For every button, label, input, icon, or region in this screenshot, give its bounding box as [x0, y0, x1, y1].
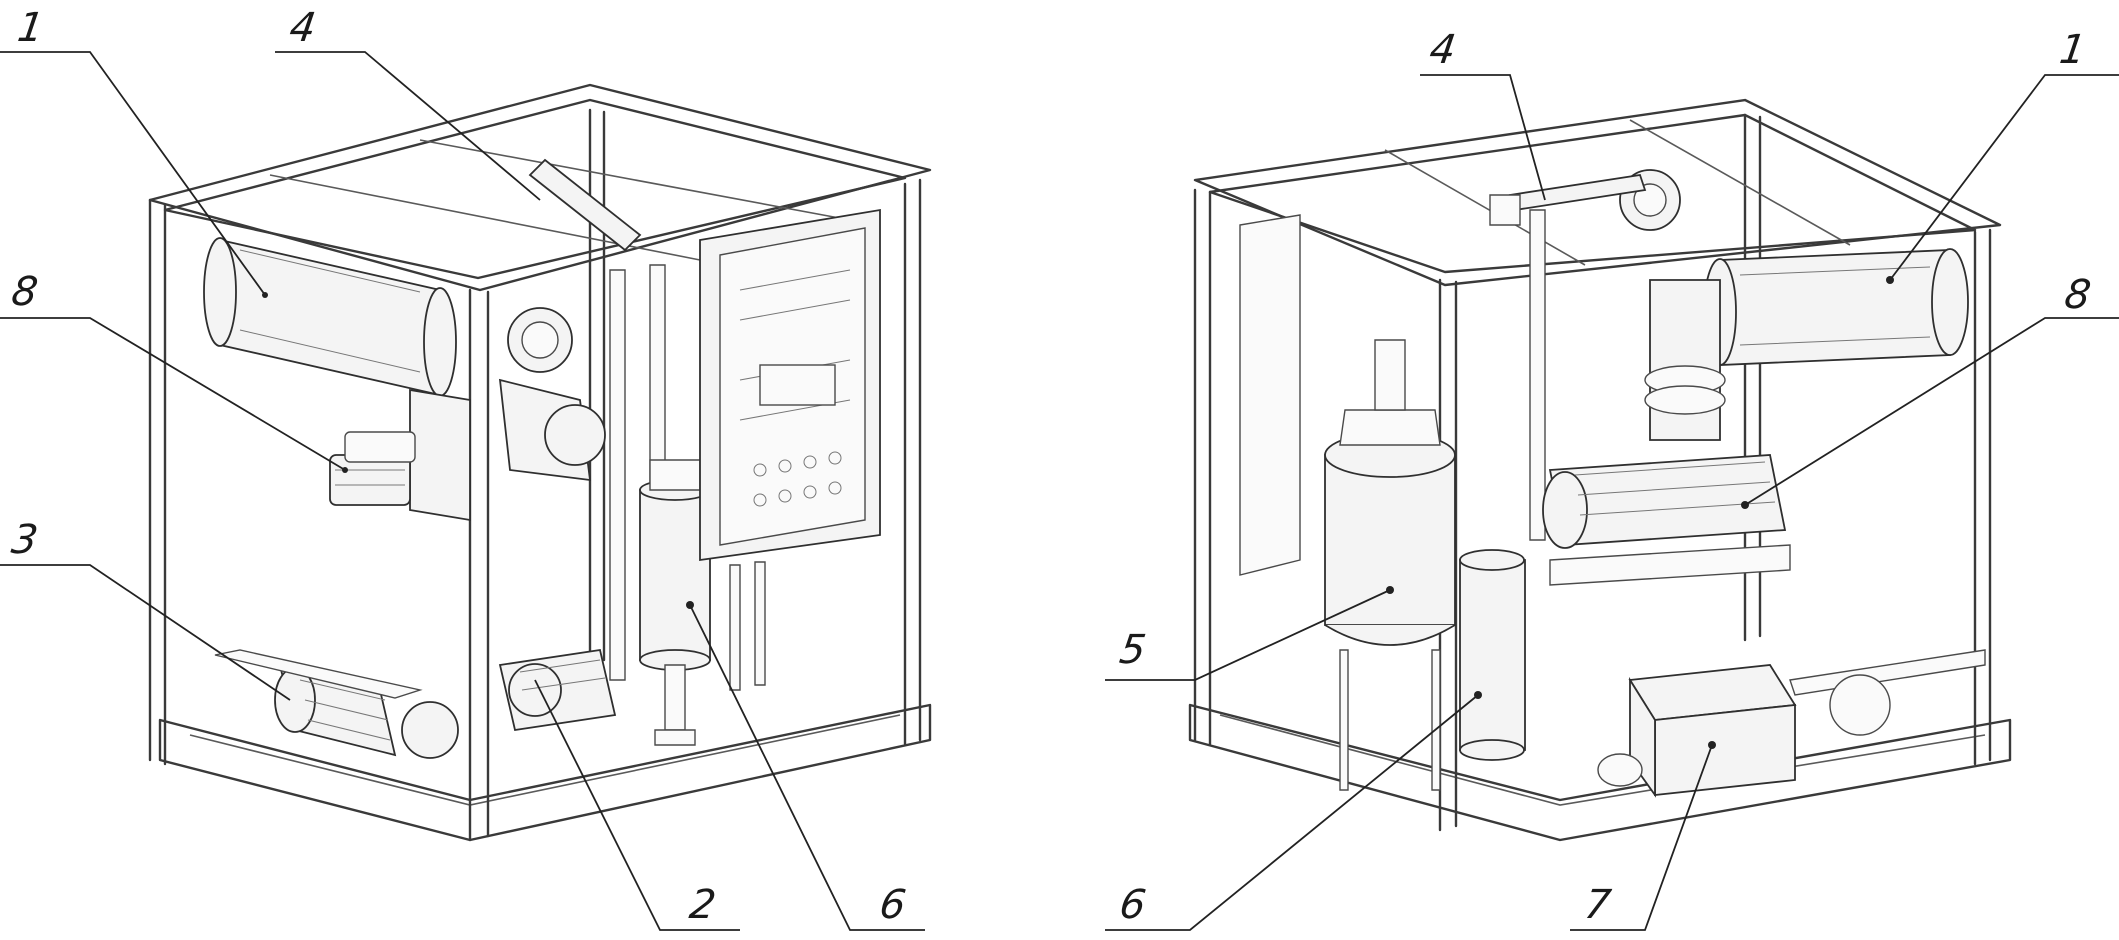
- right-top-frame-inner: [1208, 113, 1977, 274]
- right-filter-6: [1459, 549, 1526, 761]
- right-unit: [1188, 98, 2012, 842]
- left-left-post: [148, 198, 167, 766]
- left-motor: [544, 404, 606, 466]
- right-fan: [1829, 674, 1891, 736]
- left-top-frame-inner: [163, 98, 907, 280]
- right-vessel-5: [1324, 339, 1456, 791]
- right-valve-column: [1619, 169, 1726, 441]
- left-top-valve: [507, 307, 573, 373]
- right-base-inner: [1219, 714, 1986, 806]
- right-cabinet-back: [1239, 214, 1301, 576]
- left-pipe-a: [609, 269, 626, 681]
- left-pump-2: [498, 648, 617, 732]
- right-valve-handle: [1489, 194, 1521, 226]
- left-control-cabinet: [699, 208, 881, 691]
- right-left-post: [1193, 188, 1212, 746]
- left-unit: [148, 83, 932, 842]
- left-top-frame: [148, 83, 932, 292]
- left-right-post: [903, 178, 922, 746]
- left-front-post: [468, 288, 490, 842]
- leader-lines: [0, 51, 2119, 931]
- right-pipe-vertical: [1529, 209, 1546, 541]
- left-horizontal-tank: [203, 237, 457, 397]
- right-vacuum-pump-8: [1542, 454, 1791, 586]
- left-back-post: [588, 108, 606, 667]
- right-top-crossbar: [1384, 119, 1851, 266]
- right-top-frame: [1193, 98, 2002, 287]
- right-side-pipe: [1789, 649, 1986, 696]
- right-box-7: [1597, 664, 1797, 798]
- left-tank-riser: [409, 388, 471, 522]
- right-right-post: [1973, 228, 1992, 766]
- left-filter-6: [639, 459, 711, 746]
- left-top-pipe-4: [528, 158, 642, 252]
- right-horizontal-tank: [1703, 248, 1969, 366]
- right-base-skid: [1188, 703, 2012, 842]
- left-pump-3: [214, 649, 459, 759]
